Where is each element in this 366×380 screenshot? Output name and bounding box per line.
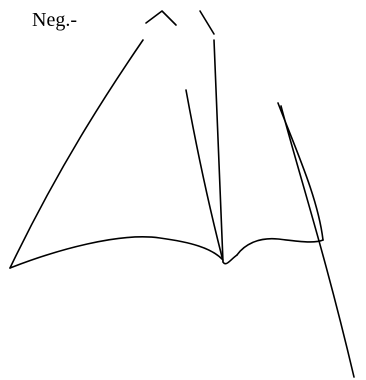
junction-dip-stroke: [223, 255, 237, 264]
right-inner-curve-stroke: [278, 103, 323, 240]
right-shoulder-stroke: [237, 239, 323, 255]
base-curve-stroke: [10, 237, 223, 268]
top-right-stroke: [200, 11, 214, 34]
caret-mark: [146, 11, 176, 25]
left-diagonal-stroke: [10, 40, 143, 268]
